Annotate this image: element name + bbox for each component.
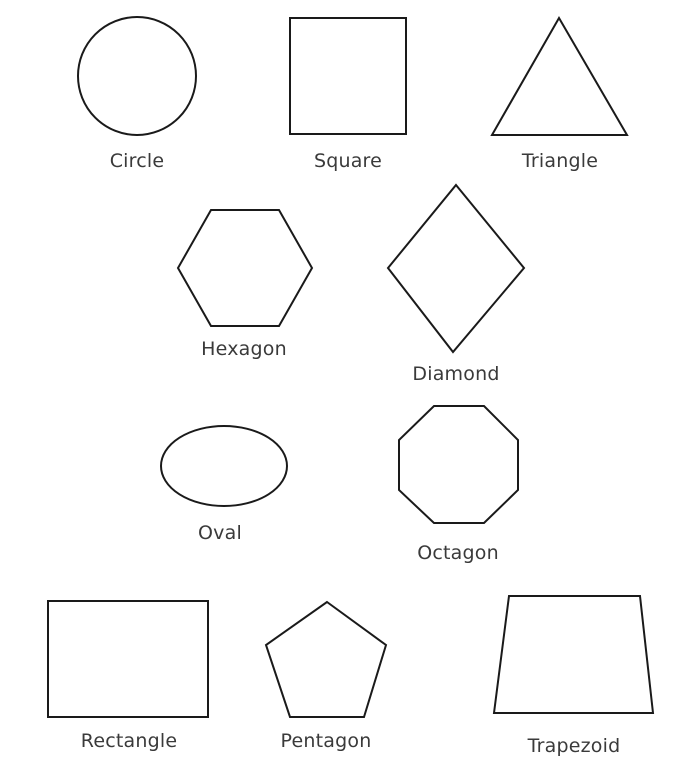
shape-triangle: Triangle: [490, 15, 629, 172]
circle-label: Circle: [110, 150, 165, 172]
shape-circle: Circle: [77, 16, 197, 172]
hexagon-label: Hexagon: [201, 338, 287, 360]
octagon-label: Octagon: [417, 542, 499, 564]
shape-oval: Oval: [160, 425, 288, 544]
pentagon-label: Pentagon: [281, 730, 372, 752]
hexagon-outline: [176, 209, 314, 327]
shape-hexagon: Hexagon: [176, 209, 314, 360]
square-outline: [289, 17, 407, 135]
rectangle-label: Rectangle: [81, 730, 177, 752]
trapezoid-outline: [492, 595, 655, 714]
pentagon-outline: [264, 600, 388, 718]
oval-outline: [160, 425, 288, 507]
shape-diamond: Diamond: [386, 183, 526, 385]
rectangle-outline: [47, 600, 209, 718]
diamond-outline: [386, 183, 526, 354]
triangle-outline: [490, 15, 629, 136]
triangle-label: Triangle: [521, 150, 598, 172]
shape-square: Square: [289, 17, 407, 172]
shape-octagon: Octagon: [398, 405, 519, 564]
shape-trapezoid: Trapezoid: [492, 595, 655, 757]
oval-label: Oval: [198, 522, 242, 544]
square-label: Square: [314, 150, 382, 172]
diamond-label: Diamond: [412, 363, 499, 385]
shape-rectangle: Rectangle: [47, 600, 209, 752]
octagon-outline: [398, 405, 519, 524]
shape-pentagon: Pentagon: [264, 600, 388, 752]
trapezoid-label: Trapezoid: [527, 735, 621, 757]
circle-outline: [77, 16, 197, 136]
